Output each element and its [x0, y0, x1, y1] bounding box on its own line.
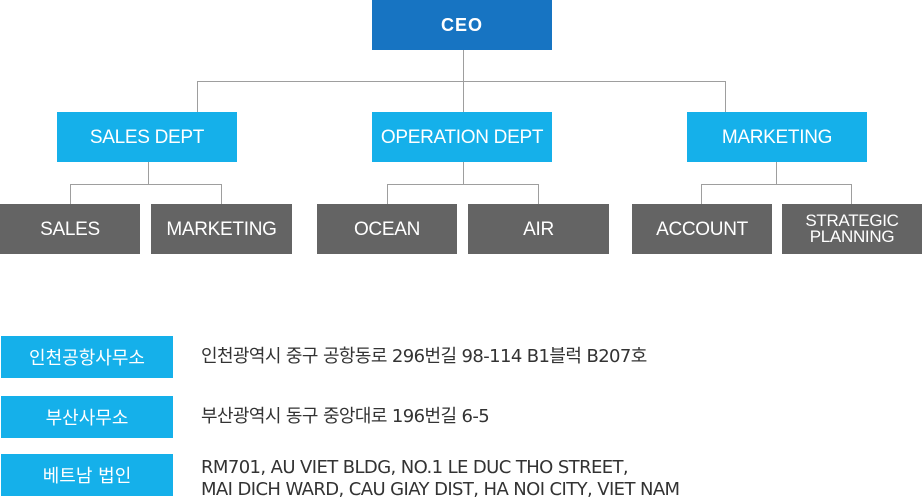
connector-dept-3	[725, 81, 726, 112]
office-vietnam-address-line-2: MAI DICH WARD, CAU GIAY DIST, HA NOI CIT…	[201, 479, 680, 500]
dept-sales-label: SALES DEPT	[89, 126, 205, 148]
connector-sales-team-1	[70, 184, 71, 204]
team-air-label: AIR	[523, 218, 554, 240]
office-vietnam-address: RM701, AU VIET BLDG, NO.1 LE DUC THO STR…	[201, 457, 680, 501]
connector-sales-bus	[70, 184, 222, 185]
dept-marketing-box: MARKETING	[687, 112, 867, 162]
dept-sales-box: SALES DEPT	[57, 112, 237, 162]
dept-operation-label: OPERATION DEPT	[380, 126, 544, 148]
connector-marketing-down	[776, 162, 777, 184]
dept-operation-box: OPERATION DEPT	[372, 112, 552, 162]
connector-marketing-bus	[701, 184, 852, 185]
team-sales-box: SALES	[0, 204, 140, 254]
team-account-label: ACCOUNT	[656, 218, 748, 240]
ceo-box: CEO	[372, 0, 552, 50]
connector-marketing-team-2	[851, 184, 852, 204]
team-marketing-box: MARKETING	[151, 204, 292, 254]
office-busan-address: 부산광역시 동구 중앙대로 196번길 6-5	[201, 406, 490, 428]
team-strategic-planning-box: STRATEGIC PLANNING	[782, 204, 922, 254]
team-ocean-label: OCEAN	[353, 218, 421, 240]
team-air-box: AIR	[468, 204, 609, 254]
team-strategic-label-line-1: STRATEGIC	[805, 210, 899, 230]
connector-marketing-team-1	[701, 184, 702, 204]
office-incheon-address-line: 인천광역시 중구 공항동로 296번길 98-114 B1블럭 B207호	[201, 346, 647, 367]
office-vietnam-label: 베트남 법인	[1, 454, 173, 496]
connector-operation-bus	[387, 184, 539, 185]
connector-sales-down	[148, 162, 149, 184]
connector-dept-bus	[197, 81, 726, 82]
dept-marketing-label: MARKETING	[721, 126, 833, 148]
ceo-label: CEO	[440, 15, 483, 35]
connector-operation-team-2	[538, 184, 539, 204]
office-busan-address-line: 부산광역시 동구 중앙대로 196번길 6-5	[201, 406, 490, 427]
office-incheon-label: 인천공항사무소	[1, 336, 173, 378]
connector-sales-team-2	[221, 184, 222, 204]
team-sales-label: SALES	[40, 218, 100, 240]
connector-operation-team-1	[387, 184, 388, 204]
office-vietnam-address-line-1: RM701, AU VIET BLDG, NO.1 LE DUC THO STR…	[201, 457, 629, 478]
office-busan-label: 부산사무소	[1, 396, 173, 438]
team-marketing-label: MARKETING	[166, 218, 277, 240]
connector-dept-1	[197, 81, 198, 112]
office-incheon-address: 인천광역시 중구 공항동로 296번길 98-114 B1블럭 B207호	[201, 346, 647, 368]
team-strategic-label-line-2: PLANNING	[809, 227, 895, 246]
team-account-box: ACCOUNT	[632, 204, 772, 254]
connector-operation-down	[463, 162, 464, 184]
team-ocean-box: OCEAN	[317, 204, 457, 254]
